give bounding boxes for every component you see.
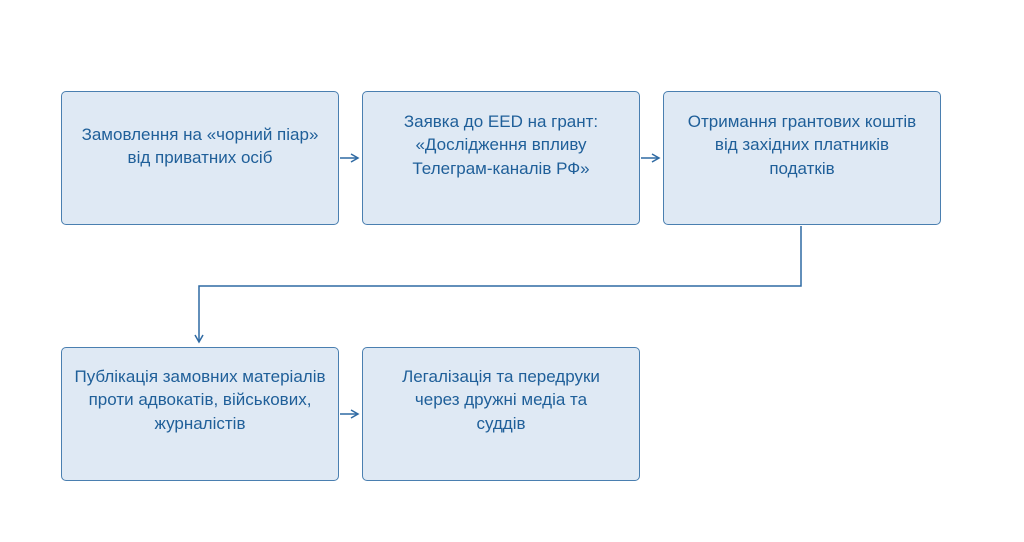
node-order-line-1: Замовлення на «чорний піар» — [81, 125, 319, 144]
node-grant-funds-line-1: Отримання грантових коштів — [687, 112, 917, 131]
node-publication-line-3: журналістів — [154, 414, 246, 433]
node-grant-application: Заявка до EED на грант: «Дослідження впл… — [362, 91, 640, 225]
node-grant-application-line-3: Телеграм-каналів РФ» — [412, 159, 590, 178]
node-grant-funds: Отримання грантових коштів від західних … — [663, 91, 941, 225]
node-publication-line-2: проти адвокатів, військових, — [88, 390, 312, 409]
node-legalization-line-2: через дружні медіа та — [414, 390, 588, 409]
node-order-line-2: від приватних осіб — [127, 148, 273, 167]
node-grant-funds-line-2: від західних платників — [714, 135, 890, 154]
node-legalization-line-1: Легалізація та передруки — [402, 367, 600, 386]
node-legalization: Легалізація та передруки через дружні ме… — [362, 347, 640, 481]
node-grant-funds-line-3: податків — [769, 159, 835, 178]
node-publication: Публікація замовних матеріалів проти адв… — [61, 347, 339, 481]
node-publication-line-1: Публікація замовних матеріалів — [74, 367, 326, 386]
node-grant-application-line-1: Заявка до EED на грант: — [403, 112, 599, 131]
node-order: Замовлення на «чорний піар» від приватни… — [61, 91, 339, 225]
arrow-grant-funds-to-publication — [194, 226, 802, 344]
node-legalization-line-3: суддів — [476, 414, 526, 433]
node-grant-application-line-2: «Дослідження впливу — [415, 135, 587, 154]
